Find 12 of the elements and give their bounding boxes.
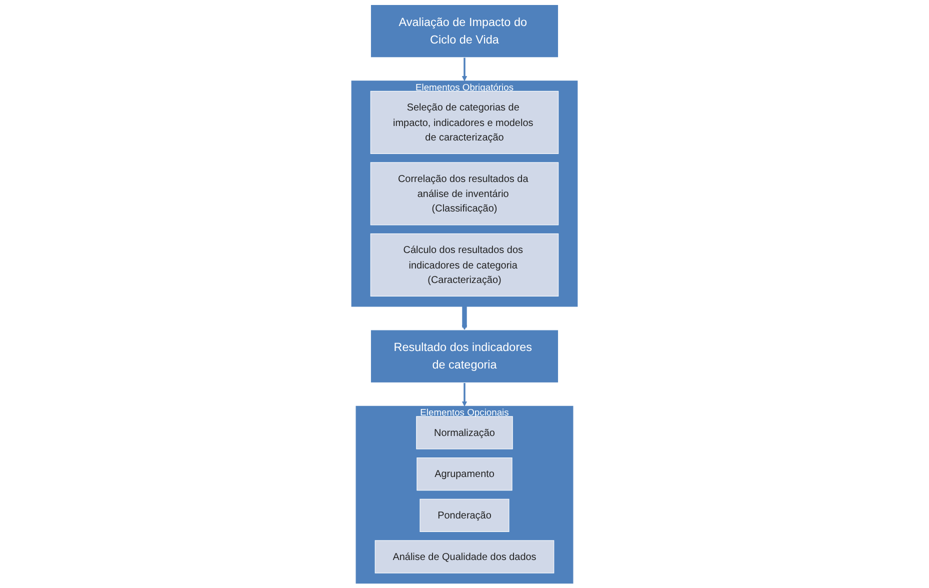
arrow	[462, 57, 468, 82]
node-box: Normalização	[416, 416, 513, 450]
node-box: Seleção de categorias de impacto, indicadores e modelos de caracterização	[370, 90, 559, 154]
node-box: Ponderação	[420, 498, 510, 532]
node-box: Cálculo dos resultados dos indicadores de categoria (Caracterização)	[370, 233, 559, 296]
arrow	[462, 306, 468, 330]
node-box: Avaliação de Impacto do Ciclo de Vida	[370, 4, 559, 58]
node-box: Resultado dos indicadores de categoria	[370, 330, 559, 383]
node-box: Análise de Qualidade dos dados	[374, 540, 554, 574]
arrow	[462, 382, 468, 406]
node-box: Correlação dos resultados da análise de inventário (Classificação)	[370, 162, 559, 226]
node-box: Agrupamento	[416, 458, 512, 491]
